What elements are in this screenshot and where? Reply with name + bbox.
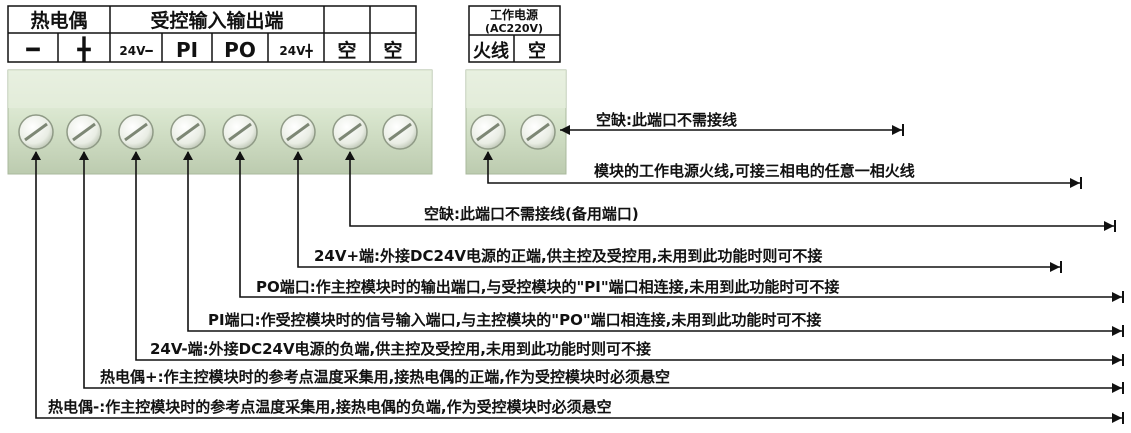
screw-live xyxy=(470,114,506,150)
leader-po xyxy=(235,151,1124,303)
terminal-screws xyxy=(18,114,556,150)
cell-tc-minus: ━ xyxy=(25,38,40,63)
annotation-pi: PI端口:作受控模块时的信号输入端口,与主控模块的"PO"端口相连接,未用到此功… xyxy=(208,311,821,329)
cell-pi: PI xyxy=(176,38,198,62)
screw-po xyxy=(222,114,258,150)
screw-tc-plus xyxy=(66,114,102,150)
cell-tc-plus: ╋ xyxy=(76,36,91,63)
power-title: 工作电源 xyxy=(490,7,538,22)
leader-24v-minus xyxy=(131,151,1124,366)
leader-tc-minus xyxy=(31,151,1124,424)
cell-24v-plus: 24V╋ xyxy=(279,43,313,58)
header-controlled-io: 受控输入输出端 xyxy=(150,9,283,32)
leader-tc-plus xyxy=(79,151,1124,394)
annotation-tc-minus: 热电偶-:作主控模块时的参考点温度采集用,接热电偶的负端,作为受控模块时必须悬空 xyxy=(48,398,612,416)
leader-empty-power xyxy=(560,124,904,136)
header-thermocouple: 热电偶 xyxy=(30,9,87,32)
cell-live-wire: 火线 xyxy=(473,40,509,62)
screw-empty-2 xyxy=(382,114,418,150)
leader-lines xyxy=(31,124,1124,424)
annotation-empty-1: 空缺:此端口不需接线(备用端口) xyxy=(424,205,639,223)
screw-24v-minus xyxy=(118,114,154,150)
power-subtitle: (AC220V) xyxy=(485,22,543,35)
left-header-table: 热电偶 受控输入输出端 ━ ╋ 24V━ PI PO 24V╋ 空 空 xyxy=(7,5,417,63)
annotation-live: 模块的工作电源火线,可接三相电的任意一相火线 xyxy=(594,162,915,180)
leader-live xyxy=(483,151,1082,189)
screw-pi xyxy=(170,114,206,150)
annotation-tc-plus: 热电偶+:作主控模块时的参考点温度采集用,接热电偶的正端,作为受控模块时必须悬空 xyxy=(100,368,670,386)
cell-po: PO xyxy=(224,38,256,62)
leader-empty-1 xyxy=(345,151,1116,232)
annotation-labels: 空缺:此端口不需接线模块的工作电源火线,可接三相电的任意一相火线空缺:此端口不需… xyxy=(48,111,915,416)
annotation-empty-power: 空缺:此端口不需接线 xyxy=(596,111,737,129)
screw-empty-1 xyxy=(332,114,368,150)
leader-pi xyxy=(183,151,1124,337)
cell-24v-minus: 24V━ xyxy=(119,44,153,58)
screw-empty-power xyxy=(520,114,556,150)
annotation-po: PO端口:作主控模块时的输出端口,与受控模块的"PI"端口相连接,未用到此功能时… xyxy=(256,278,839,296)
annotation-24v-minus: 24V-端:外接DC24V电源的负端,供主控及受控用,未用到此功能时则可不接 xyxy=(150,340,651,358)
screw-tc-minus xyxy=(18,114,54,150)
leader-24v-plus xyxy=(293,151,1062,273)
screw-24v-plus xyxy=(280,114,316,150)
right-header-table: 工作电源 (AC220V) 火线 空 xyxy=(468,5,561,63)
cell-empty-2: 空 xyxy=(383,39,402,62)
cell-empty-1: 空 xyxy=(337,39,356,62)
annotation-24v-plus: 24V+端:外接DC24V电源的正端,供主控及受控用,未用到此功能时则可不接 xyxy=(314,247,822,265)
cell-empty-power: 空 xyxy=(528,40,546,62)
